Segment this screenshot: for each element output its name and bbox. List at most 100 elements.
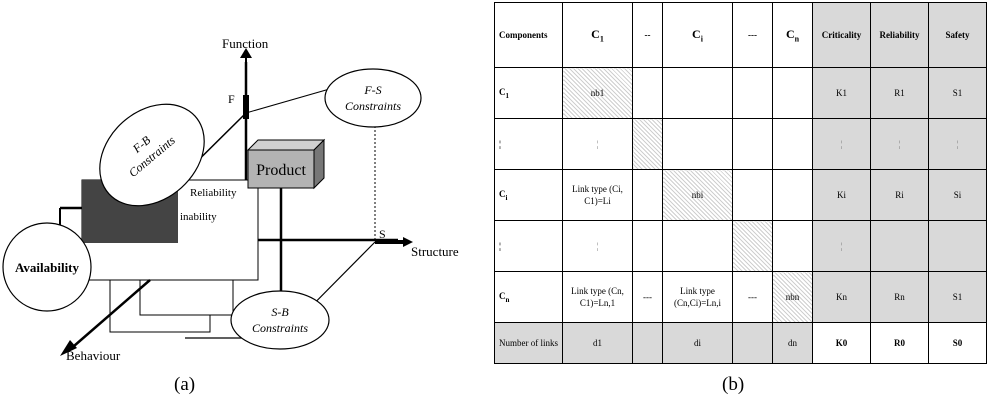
cell: [662, 67, 733, 119]
cell: [632, 67, 663, 119]
header-ellipsis: ---: [732, 2, 773, 68]
cell: nbn: [772, 271, 813, 323]
behaviour-arrowhead-icon: [60, 340, 77, 356]
cell: ¦: [562, 220, 633, 272]
criticality-cell: ¦: [812, 118, 871, 170]
structure-label: Structure: [411, 244, 459, 259]
cell: [732, 169, 773, 221]
cell: ---: [732, 271, 773, 323]
header-criticality: Criticality: [812, 2, 871, 68]
cell: ¦: [562, 118, 633, 170]
structure-arrowhead-icon: [403, 237, 413, 247]
fbs-diagram: Function F S Structure Behaviour F-S Con…: [2, 36, 459, 363]
row-head: ¦: [494, 220, 563, 272]
fs-label-2: Constraints: [345, 99, 401, 113]
header-safety: Safety: [928, 2, 987, 68]
cell: [772, 67, 813, 119]
header-components: Components: [494, 2, 563, 68]
number-of-links-label: Number of links: [494, 322, 563, 364]
cell: [732, 220, 773, 272]
criticality-cell: Kn: [812, 271, 871, 323]
reliability-cell: Rn: [870, 271, 929, 323]
cell: ---: [632, 271, 663, 323]
safety-cell: S1: [928, 67, 987, 119]
header-c1: C1: [562, 2, 633, 68]
matrix-row-ellipsis: ¦ ¦ ¦: [494, 220, 987, 272]
cell: [732, 322, 773, 364]
reliability-cell: ¦: [870, 118, 929, 170]
link-type-cell: Link type (Cn,Ci)=Ln,i: [662, 271, 733, 323]
f-label: F: [228, 92, 235, 106]
cell: [772, 220, 813, 272]
header-cn: Cn: [772, 2, 813, 68]
availability-circle: [2, 222, 92, 312]
cell: [632, 118, 663, 170]
criticality-cell: ¦: [812, 220, 871, 272]
criticality-cell: K1: [812, 67, 871, 119]
cell: [732, 67, 773, 119]
behaviour-axis: [73, 279, 151, 347]
cell: [662, 118, 733, 170]
fs-label-1: F-S: [363, 83, 381, 97]
criticality-total: K0: [812, 322, 871, 364]
product-front: [247, 149, 315, 189]
header-ellipsis: --: [632, 2, 663, 68]
cell: [732, 118, 773, 170]
reliability-cell: Ri: [870, 169, 929, 221]
row-head: Ci: [494, 169, 563, 221]
reliability-label: Reliability: [190, 187, 237, 199]
reliability-cell: [870, 220, 929, 272]
component-matrix: Components C1 -- Ci --- Cn Criticality R…: [494, 2, 987, 364]
function-label: Function: [222, 36, 269, 51]
cell: dn: [772, 322, 813, 364]
product-top: [246, 139, 326, 151]
matrix-row-number-of-links: Number of links d1 di dn K0 R0 S0: [494, 322, 987, 364]
safety-cell: Si: [928, 169, 987, 221]
cell: [772, 169, 813, 221]
diagram-panel-a: Function F S Structure Behaviour F-S Con…: [0, 0, 480, 400]
reliability-total: R0: [870, 322, 929, 364]
f-marker: [243, 95, 249, 119]
sb-label-2: Constraints: [252, 321, 308, 335]
matrix-panel-b: Components C1 -- Ci --- Cn Criticality R…: [486, 0, 990, 400]
caption-b: (b): [722, 374, 745, 395]
matrix-row-ci: Ci Link type (Ci, C1)=Li nbi Ki Ri Si: [494, 169, 987, 221]
matrix-header-row: Components C1 -- Ci --- Cn Criticality R…: [494, 2, 987, 68]
header-reliability: Reliability: [870, 2, 929, 68]
safety-total: S0: [928, 322, 987, 364]
link-type-cell: Link type (Ci, C1)=Li: [562, 169, 633, 221]
fb-constraints-ellipse: [99, 103, 205, 207]
row-head: C1: [494, 67, 563, 119]
cell: [662, 220, 733, 272]
caption-a: (a): [174, 374, 196, 395]
box-edge: [245, 85, 341, 114]
matrix-row-cn: Cn Link type (Cn, C1)=Ln,1 --- Link type…: [494, 271, 987, 323]
cell: nbi: [662, 169, 733, 221]
function-arrowhead-icon: [240, 48, 252, 58]
safety-cell: ¦: [928, 118, 987, 170]
reliability-cell: R1: [870, 67, 929, 119]
link-type-cell: Link type (Cn, C1)=Ln,1: [562, 271, 633, 323]
availability-label: Availability: [15, 260, 80, 275]
sb-label-1: S-B: [271, 305, 289, 319]
maintainability-label: inability: [180, 211, 217, 223]
row-head: ¦: [494, 118, 563, 170]
cell: nb1: [562, 67, 633, 119]
cell: [632, 322, 663, 364]
safety-cell: [928, 220, 987, 272]
cell: [632, 220, 663, 272]
cell: d1: [562, 322, 633, 364]
criticality-cell: Ki: [812, 169, 871, 221]
product-label: Product: [256, 162, 306, 179]
cell: di: [662, 322, 733, 364]
behaviour-label: Behaviour: [66, 348, 121, 363]
cell: [632, 169, 663, 221]
header-ci: Ci: [662, 2, 733, 68]
matrix-row-ellipsis: ¦ ¦ ¦ ¦ ¦: [494, 118, 987, 170]
cell: [772, 118, 813, 170]
safety-cell: S1: [928, 271, 987, 323]
matrix-row-c1: C1 nb1 K1 R1 S1: [494, 67, 987, 119]
fs-constraints-ellipse: [324, 68, 422, 128]
row-head: Cn: [494, 271, 563, 323]
sb-constraints-ellipse: [230, 290, 330, 350]
